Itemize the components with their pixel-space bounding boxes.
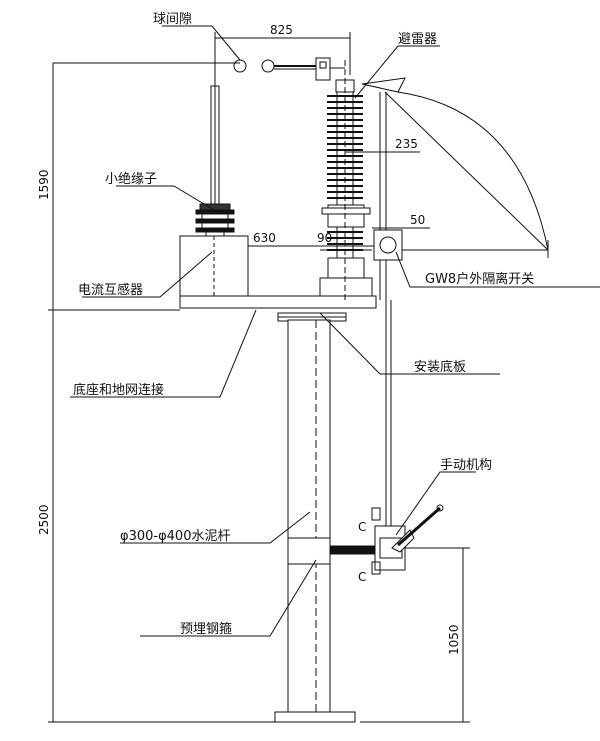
dim-50: 50 xyxy=(410,213,425,227)
dim-2500: 2500 xyxy=(37,504,51,535)
manual-operating-mechanism xyxy=(371,504,444,575)
leader-lines xyxy=(70,25,600,637)
label-concrete-pole: φ300-φ400水泥杆 xyxy=(120,529,230,544)
dimension-825 xyxy=(214,32,351,75)
dim-1590: 1590 xyxy=(37,169,51,200)
operating-rod xyxy=(385,300,392,540)
label-embedded-hoop: 预埋钢箍 xyxy=(180,621,232,637)
dim-1050: 1050 xyxy=(447,624,461,655)
conductor-rod xyxy=(210,85,220,205)
label-operating-mechanism: 手动机构 xyxy=(440,458,492,473)
label-mounting-plate: 安装底板 xyxy=(414,359,466,375)
label-arrester: 避雷器 xyxy=(398,32,437,47)
label-ball-gap: 球间隙 xyxy=(153,12,192,27)
arrester-column xyxy=(315,57,373,300)
embedded-hoop xyxy=(287,537,376,565)
dim-c-upper: C xyxy=(358,520,366,534)
label-gw8-switch: GW8户外隔离开关 xyxy=(425,271,534,287)
dimension-2500 xyxy=(48,310,280,723)
label-small-insulator: 小绝缘子 xyxy=(105,171,157,187)
label-base-ground: 底座和地网连接 xyxy=(73,382,164,398)
mounting-base xyxy=(179,295,377,322)
label-current-transformer: 电流互感器 xyxy=(78,282,143,298)
dim-630: 630 xyxy=(253,231,276,245)
dimension-1050 xyxy=(360,547,470,723)
concrete-pole xyxy=(274,319,356,723)
dim-235: 235 xyxy=(395,137,418,151)
dim-90: 90 xyxy=(317,231,332,245)
dim-825: 825 xyxy=(270,23,293,37)
ball-gap xyxy=(214,59,318,86)
small-insulator xyxy=(195,203,235,237)
current-transformer xyxy=(179,235,249,297)
dim-c-lower: C xyxy=(358,570,366,584)
